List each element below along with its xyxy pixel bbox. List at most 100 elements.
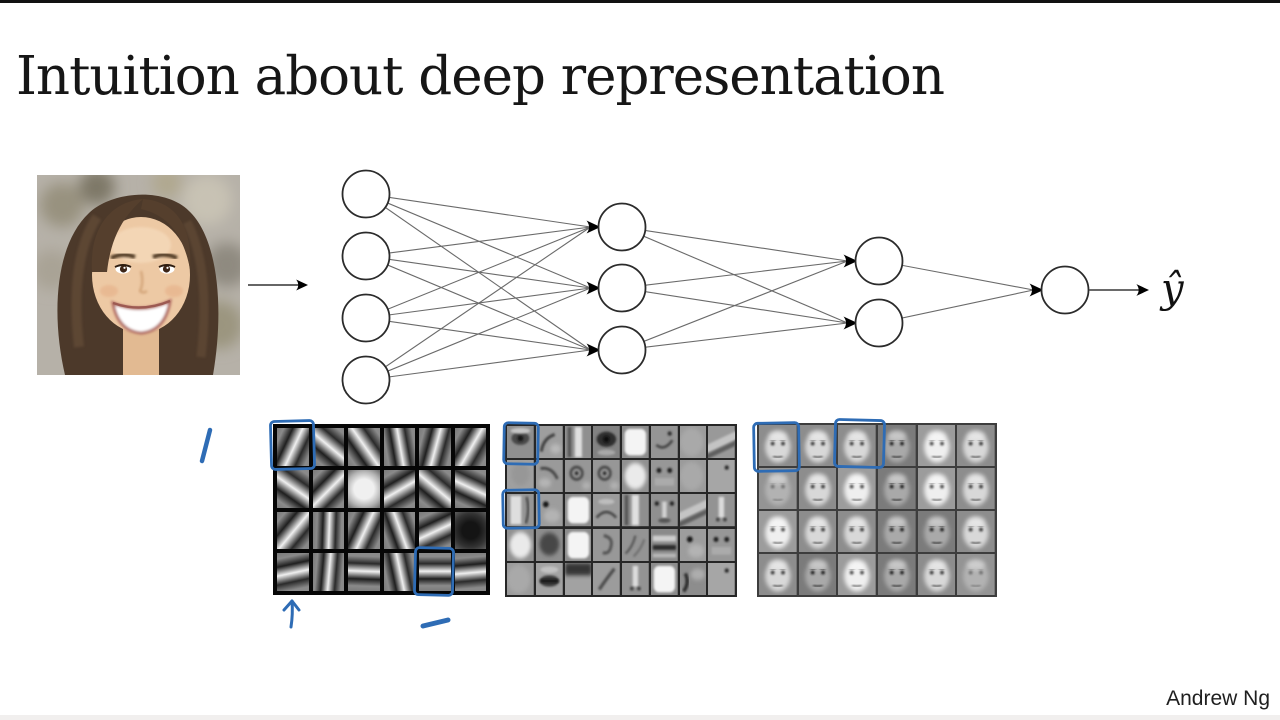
feature-patch [650,494,678,527]
edge-filter-cell [454,553,486,591]
network-edge [878,289,1034,324]
network-node [341,355,391,405]
face-patch [838,554,876,595]
feature-patch [679,460,707,493]
face-part-cell [593,426,620,459]
feature-patch [650,528,678,561]
input-face-photo [37,175,240,375]
feature-patch [507,528,534,561]
edge-filter-cell [312,469,344,508]
face-part-cell [622,528,649,561]
feature-patch [650,460,678,493]
face-part-cell [650,426,678,459]
edge-filter-cell [348,511,380,550]
face-cell [917,468,956,509]
face-cell [759,468,797,509]
feature-patch [593,562,620,595]
feature-patch [507,460,534,493]
face-part-cell [708,426,735,459]
feature-patch [708,426,735,459]
face-patch [917,425,956,466]
face-part-cell [593,460,620,493]
layer2-face-parts [505,424,737,597]
face-part-cell [622,460,649,493]
network-edge [365,317,591,351]
network-node [341,231,391,281]
face-part-cell [507,426,534,459]
face-patch [759,425,797,466]
arrowhead [1136,284,1149,296]
face-cell [917,425,956,466]
network-node [597,202,647,252]
face-patch [957,554,995,595]
face-part-cell [507,494,534,527]
feature-patch [564,426,592,459]
face-cell [878,425,916,466]
face-cell [878,468,916,509]
face-patch [838,425,876,466]
network-node [854,298,904,348]
face-part-cell [593,562,620,595]
feature-patch [564,460,592,493]
feature-patch [564,562,592,595]
feature-patch [593,426,620,459]
pen-slash [199,427,213,464]
face-cell [838,425,876,466]
face-part-cell [622,426,649,459]
face-patch [957,425,995,466]
face-cell [957,425,995,466]
face-patch [759,511,797,552]
feature-patch [708,562,735,595]
edge-filter-cell [383,511,415,550]
face-cell [798,554,837,595]
feature-patch [593,528,620,561]
face-part-cell [593,528,620,561]
face-part-cell [535,562,563,595]
feature-patch [708,494,735,527]
face-patch [759,554,797,595]
feature-patch [679,562,707,595]
feature-patch [507,494,534,527]
face-patch [917,511,956,552]
network-edge [365,226,591,257]
feature-patch [507,426,534,459]
feature-patch [679,426,707,459]
arrowhead [843,316,858,330]
edge-filter-cell [277,553,309,591]
edge-filter-cell [419,553,451,591]
network-node [597,325,647,375]
feature-patch [564,494,592,527]
feature-patch [593,460,620,493]
face-patch [957,468,995,509]
face-patch [798,425,837,466]
face-part-cell [564,426,592,459]
face-part-cell [507,460,534,493]
face-patch [878,511,916,552]
network-edge [365,287,591,319]
face-part-cell [535,460,563,493]
face-cell [798,425,837,466]
layer1-edge-filters [273,424,490,595]
right-eye [162,265,171,273]
network-node [341,293,391,343]
face-cell [759,425,797,466]
face-part-cell [650,528,678,561]
arrowhead [586,220,601,234]
face-cell [759,554,797,595]
edge-filter-cell [277,428,309,466]
face-patch [957,511,995,552]
feature-patch [622,562,649,595]
network-edge [365,255,591,289]
face-cell [957,554,995,595]
face-patch [838,511,876,552]
network-edge [621,226,848,262]
edge-filter-cell [454,428,486,466]
network-node [854,236,904,286]
network-edge [621,287,848,324]
face-part-cell [622,494,649,527]
feature-patch [507,562,534,595]
feature-patch [650,426,678,459]
edge-filter-cell [312,428,344,466]
network-edge [621,260,848,289]
feature-patch [535,528,563,561]
